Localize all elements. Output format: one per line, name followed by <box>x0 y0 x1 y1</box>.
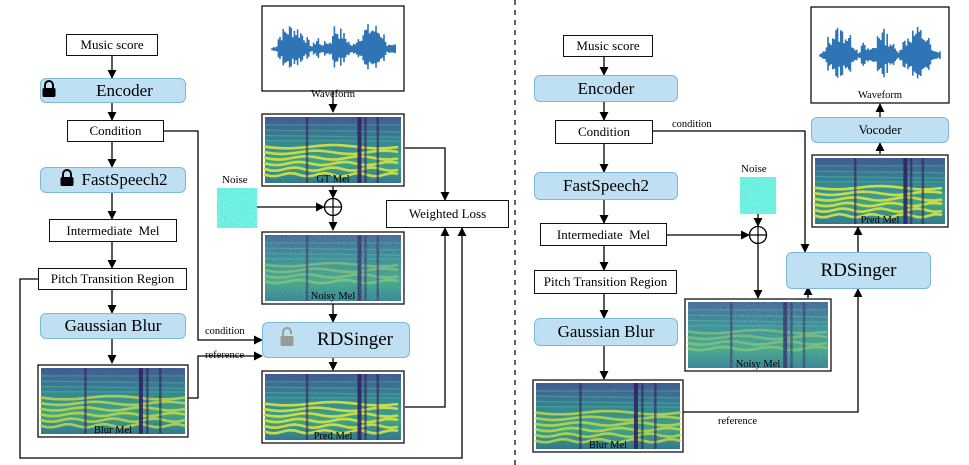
left-pred-mel-image <box>261 370 405 444</box>
right-rdsinger-block: RDSinger <box>786 252 931 289</box>
right-pitch-transition-region-box: Pitch Transition Region <box>534 270 677 294</box>
right-plus-node <box>748 225 768 245</box>
left-intermediate-mel-box: Intermediate Mel <box>49 219 177 242</box>
right-rdsinger-label: RDSinger <box>820 259 897 281</box>
left-pred-mel-caption: Pred Mel <box>313 431 353 442</box>
right-connectors <box>599 57 885 413</box>
weighted-loss-label: Weighted Loss <box>408 206 487 221</box>
gt-mel-image <box>261 113 405 187</box>
left-connectors <box>19 56 467 459</box>
right-noisy-mel-caption: Noisy Mel <box>735 359 781 370</box>
left-music-score-label: Music score <box>80 37 144 52</box>
right-noisy-mel-image <box>684 298 832 372</box>
right-noise-image <box>740 177 776 214</box>
right-music-score-box: Music score <box>563 35 653 57</box>
right-noise-label: Noise <box>741 163 767 175</box>
left-condition-box: Condition <box>67 120 164 142</box>
right-fastspeech2-label: FastSpeech2 <box>563 176 649 195</box>
right-encoder-block: Encoder <box>534 75 678 102</box>
left-waveform-image <box>261 5 405 92</box>
right-reference-edge-label: reference <box>718 416 758 427</box>
left-fastspeech2-block: FastSpeech2 <box>40 167 186 193</box>
left-intermediate-mel-label: Intermediate Mel <box>66 222 160 238</box>
right-gaussian-blur-label: Gaussian Blur <box>557 322 655 341</box>
left-reference-edge-label: reference <box>205 350 245 361</box>
right-intermediate-mel-label: Intermediate Mel <box>556 226 651 242</box>
left-blur-mel-image <box>37 364 189 438</box>
right-pred-mel-image <box>811 154 949 228</box>
lock-icon <box>59 169 75 191</box>
left-fastspeech2-label: FastSpeech2 <box>81 170 168 189</box>
left-condition-label: Condition <box>89 123 142 138</box>
left-pitch-transition-region-label: Pitch Transition Region <box>50 271 175 286</box>
left-encoder-block: Encoder <box>40 78 186 103</box>
right-condition-box: Condition <box>555 120 653 144</box>
right-encoder-label: Encoder <box>577 78 635 98</box>
left-music-score-box: Music score <box>66 34 158 56</box>
left-pitch-transition-region-box: Pitch Transition Region <box>38 268 187 290</box>
right-blur-mel-image <box>532 379 684 453</box>
right-condition-label: Condition <box>577 124 630 139</box>
weighted-loss-box: Weighted Loss <box>386 200 509 228</box>
left-encoder-label: Encoder <box>96 80 153 100</box>
left-blur-mel-caption: Blur Mel <box>93 425 133 436</box>
left-rdsinger-block: RDSinger <box>262 322 410 358</box>
right-pitch-transition-region-label: Pitch Transition Region <box>543 274 668 289</box>
left-gaussian-blur-block: Gaussian Blur <box>40 313 186 339</box>
right-music-score-label: Music score <box>576 38 640 53</box>
left-noisy-mel-caption: Noisy Mel <box>310 291 356 302</box>
left-plus-node <box>323 197 343 217</box>
right-blur-mel-caption: Blur Mel <box>588 440 628 451</box>
left-noise-label: Noise <box>222 174 248 186</box>
vocoder-label: Vocoder <box>858 122 902 137</box>
right-condition-edge-label: condition <box>672 119 712 130</box>
lock-icon <box>41 79 57 102</box>
vocoder-block: Vocoder <box>811 117 949 143</box>
right-waveform-image <box>810 6 950 104</box>
right-fastspeech2-block: FastSpeech2 <box>534 172 678 200</box>
gt-mel-caption: GT Mel <box>316 174 350 185</box>
left-noise-image <box>217 188 257 228</box>
right-intermediate-mel-box: Intermediate Mel <box>540 223 667 246</box>
unlock-icon <box>279 327 296 353</box>
left-condition-edge-label: condition <box>205 326 245 337</box>
left-noisy-mel-image <box>261 231 405 305</box>
left-gaussian-blur-label: Gaussian Blur <box>64 316 162 335</box>
left-waveform-caption: Waveform <box>310 89 356 100</box>
right-waveform-caption: Waveform <box>857 90 903 101</box>
right-gaussian-blur-block: Gaussian Blur <box>534 318 678 346</box>
right-pred-mel-caption: Pred Mel <box>860 215 900 226</box>
left-rdsinger-label: RDSinger <box>317 329 393 350</box>
